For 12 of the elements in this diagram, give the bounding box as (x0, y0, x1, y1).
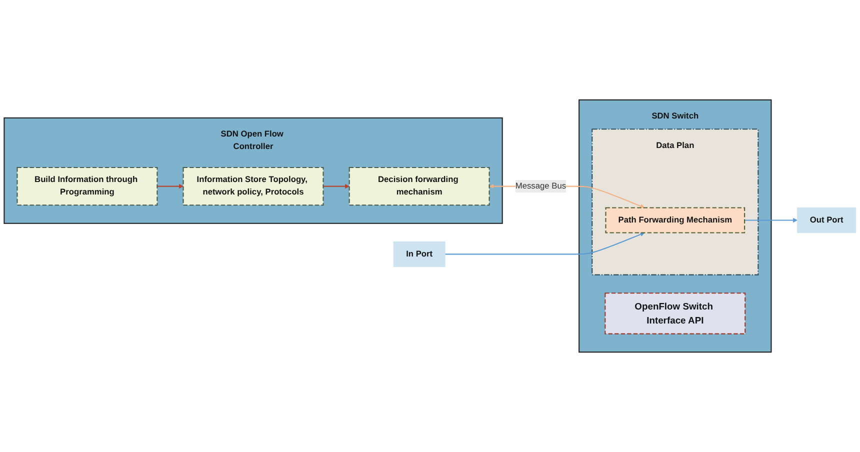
edge-label: Message Bus (515, 182, 566, 190)
node-box: Decision forwarding mechanism (348, 167, 490, 206)
arrow (323, 184, 350, 189)
arrow (744, 218, 798, 223)
node-box: Path Forwarding Mechanism (605, 207, 746, 234)
arrow (157, 184, 184, 189)
node-box: Information Store Topology, network policy, Protocols (182, 167, 324, 206)
node-box: OpenFlow Switch Interface API (604, 292, 746, 334)
node-box: Out Port (797, 207, 856, 234)
node-box: Build Information through Programming (16, 167, 158, 206)
node-box: In Port (393, 241, 446, 267)
arrow (445, 232, 645, 255)
